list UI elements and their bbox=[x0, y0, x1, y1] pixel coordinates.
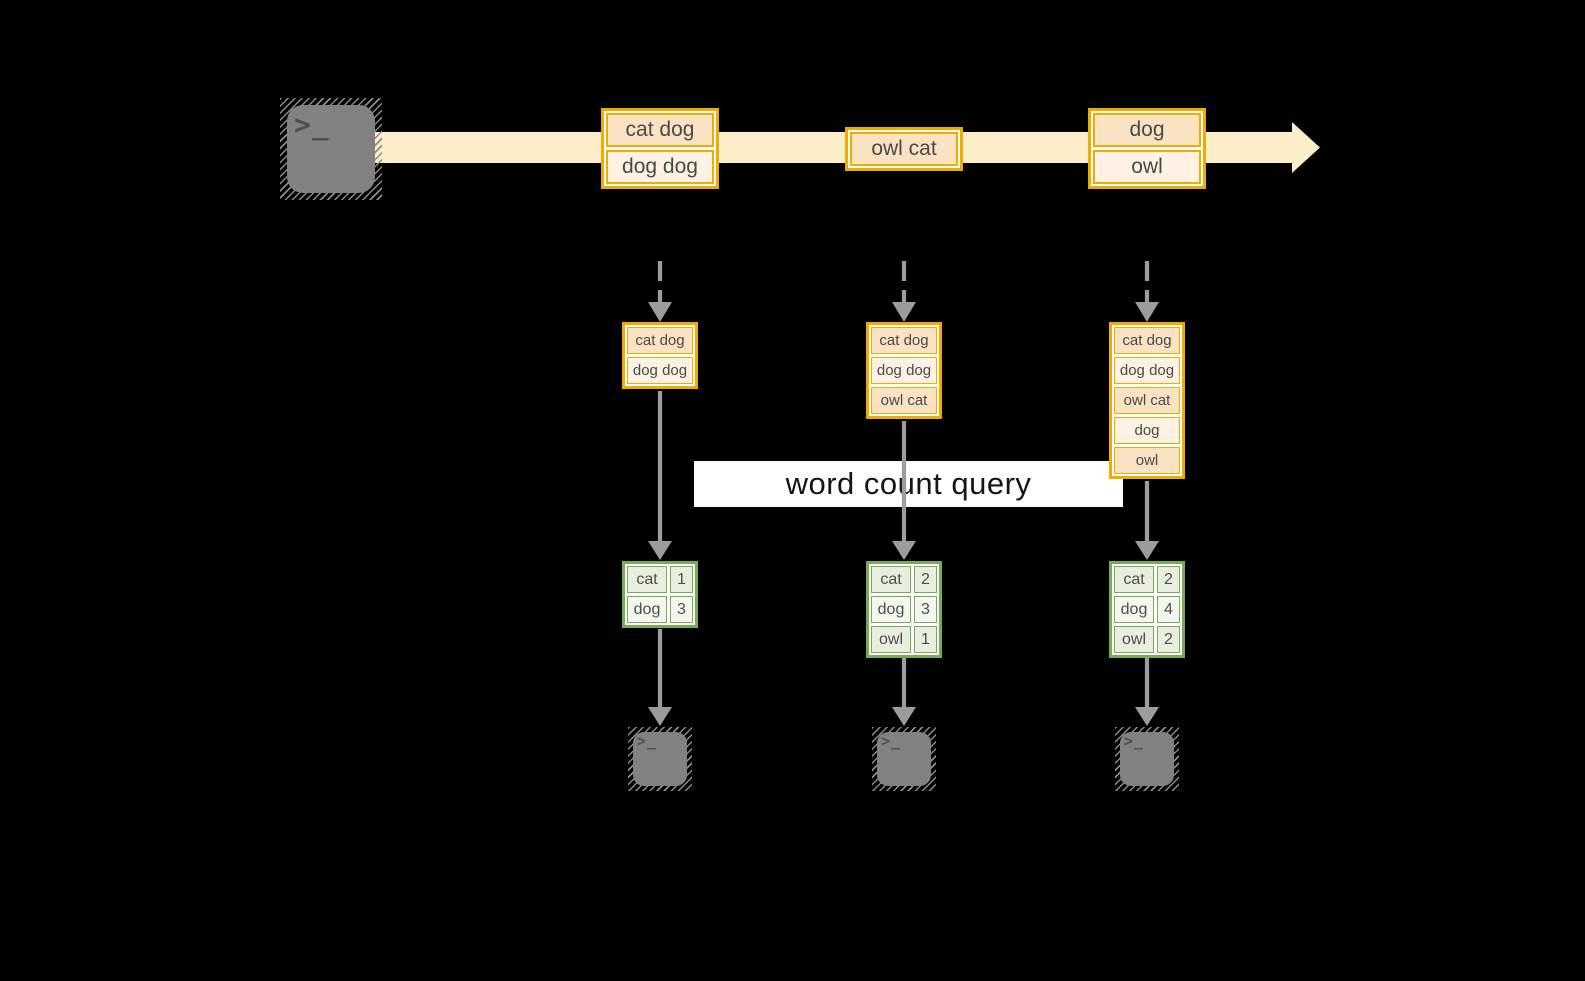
stream-record-group-2: owl cat bbox=[845, 127, 963, 171]
count-cell: 3 bbox=[914, 596, 937, 623]
query-arrows bbox=[648, 391, 1159, 560]
producer-terminal-icon: >_ bbox=[280, 98, 382, 200]
count-cell: 2 bbox=[1157, 626, 1180, 653]
output-arrows bbox=[648, 629, 1159, 726]
count-cell: 1 bbox=[914, 626, 937, 653]
flow-arrowhead-icon bbox=[892, 541, 916, 560]
word-cell: cat bbox=[871, 566, 911, 593]
flow-arrowhead-icon bbox=[1135, 707, 1159, 726]
count-cell: 1 bbox=[670, 566, 693, 593]
word-cell: dog bbox=[627, 596, 667, 623]
buffer-record: cat dog bbox=[1114, 327, 1180, 354]
flow-arrowhead-icon bbox=[648, 707, 672, 726]
terminal-screen bbox=[287, 105, 375, 193]
flow-arrowhead-icon bbox=[892, 707, 916, 726]
word-cell: owl bbox=[871, 626, 911, 653]
count-cell: 3 bbox=[670, 596, 693, 623]
stream-timeline-arrowhead-icon bbox=[1292, 122, 1320, 173]
terminal-prompt-icon: >_ bbox=[881, 732, 902, 750]
buffer-record: cat dog bbox=[627, 327, 693, 354]
buffer-record: dog dog bbox=[1114, 357, 1180, 384]
flow-arrowhead-icon bbox=[648, 541, 672, 560]
terminal-prompt-icon: >_ bbox=[1124, 732, 1145, 750]
consumer-terminal-icon-1: >_ bbox=[628, 727, 692, 791]
stream-record: owl cat bbox=[850, 132, 958, 166]
dashed-arrowhead-icon bbox=[1135, 302, 1159, 322]
word-cell: dog bbox=[1114, 596, 1154, 623]
query-banner: word count query bbox=[694, 461, 1123, 507]
count-cell: 2 bbox=[914, 566, 937, 593]
buffer-record: dog bbox=[1114, 417, 1180, 444]
dashed-arrowhead-icon bbox=[648, 302, 672, 322]
buffer-record: owl bbox=[1114, 447, 1180, 474]
consumer-terminal-icon-3: >_ bbox=[1115, 727, 1179, 791]
terminal-screen bbox=[633, 732, 687, 786]
word-cell: cat bbox=[627, 566, 667, 593]
dashed-arrows bbox=[648, 261, 1159, 322]
stream-record: cat dog bbox=[606, 113, 714, 147]
terminal-screen bbox=[877, 732, 931, 786]
count-cell: 2 bbox=[1157, 566, 1180, 593]
query-banner-label: word count query bbox=[785, 466, 1032, 501]
stream-record: owl bbox=[1093, 150, 1201, 184]
terminal-prompt-icon: >_ bbox=[637, 732, 658, 750]
stream-record: dog dog bbox=[606, 150, 714, 184]
word-cell: dog bbox=[871, 596, 911, 623]
word-cell: cat bbox=[1114, 566, 1154, 593]
terminal-screen bbox=[1120, 732, 1174, 786]
buffer-record: dog dog bbox=[871, 357, 937, 384]
flow-arrowhead-icon bbox=[1135, 541, 1159, 560]
record-buffer-3: cat dog dog dog owl cat dog owl bbox=[1109, 322, 1185, 479]
count-cell: 4 bbox=[1157, 596, 1180, 623]
word-cell: owl bbox=[1114, 626, 1154, 653]
buffer-record: owl cat bbox=[871, 387, 937, 414]
buffer-record: owl cat bbox=[1114, 387, 1180, 414]
record-buffer-2: cat dog dog dog owl cat bbox=[866, 322, 942, 419]
dashed-arrowhead-icon bbox=[892, 302, 916, 322]
buffer-record: dog dog bbox=[627, 357, 693, 384]
consumer-terminal-icon-2: >_ bbox=[872, 727, 936, 791]
stream-record: dog bbox=[1093, 113, 1201, 147]
terminal-prompt-icon: >_ bbox=[294, 108, 330, 141]
record-buffer-1: cat dog dog dog bbox=[622, 322, 698, 389]
buffer-record: cat dog bbox=[871, 327, 937, 354]
